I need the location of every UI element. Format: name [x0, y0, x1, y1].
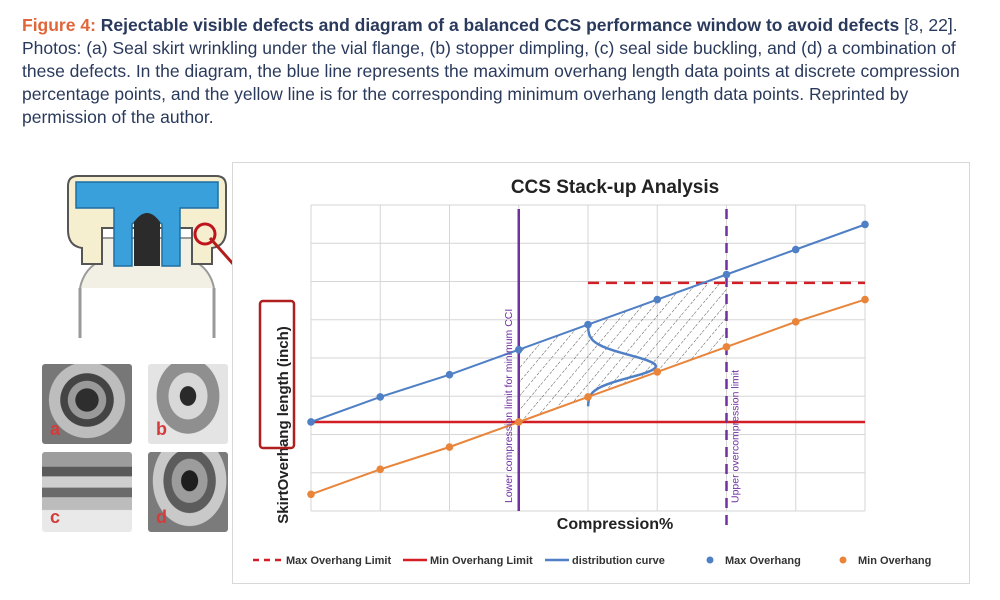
y-axis-highlight-box — [258, 299, 296, 450]
caption-ref: [8, 22]. — [899, 15, 958, 35]
caption-body: Photos: (a) Seal skirt wrinkling under t… — [22, 38, 960, 127]
y-axis-label-prefix: Skirt — [275, 490, 292, 523]
ccs-stackup-chart: CCS Stack-up Analysis Lower compression … — [253, 177, 931, 567]
max-overhang-point — [307, 418, 315, 426]
photo-a-label: a — [50, 419, 61, 439]
vial-seal-illustration — [67, 175, 227, 338]
max-overhang-point — [722, 270, 731, 279]
legend-min-overhang-label: Min Overhang — [858, 555, 931, 567]
grid-lines — [310, 204, 866, 512]
legend-distribution-label: distribution curve — [572, 555, 665, 567]
legend-min-limit-label: Min Overhang Limit — [430, 555, 533, 567]
figure-label: Figure 4: — [22, 15, 96, 35]
photo-d: d — [148, 452, 228, 532]
chart-panel: CCS Stack-up Analysis Lower compression … — [232, 162, 970, 584]
figure-caption: Figure 4: Rejectable visible defects and… — [22, 14, 972, 129]
max-overhang-point — [445, 370, 454, 379]
min-overhang-point — [653, 368, 662, 376]
min-overhang-point — [445, 443, 454, 451]
max-overhang-point — [861, 220, 869, 229]
min-overhang-points — [307, 295, 869, 499]
legend: Max Overhang Limit Min Overhang Limit di… — [253, 555, 931, 567]
upper-compression-label: Upper overcompression limit — [730, 370, 742, 503]
photo-c: c — [42, 452, 132, 532]
photo-c-label: c — [50, 507, 61, 527]
legend-max-overhang-marker — [706, 556, 714, 564]
photo-b: b — [148, 364, 228, 444]
caption-lead: Rejectable visible defects and diagram o… — [100, 15, 900, 35]
max-overhang-point — [514, 345, 523, 354]
max-overhang-point — [584, 320, 592, 329]
legend-min-overhang-marker — [839, 556, 847, 564]
y-axis-label-group: SkirtOverhang length (inch) — [275, 326, 292, 524]
min-overhang-point — [514, 418, 523, 426]
chart-title: CCS Stack-up Analysis — [511, 177, 719, 198]
legend-max-limit-label: Max Overhang Limit — [286, 555, 391, 567]
legend-max-overhang-label: Max Overhang — [725, 555, 801, 567]
min-overhang-point — [722, 343, 731, 351]
photo-a: a — [42, 364, 132, 444]
max-overhang-points — [307, 220, 869, 426]
min-overhang-point — [861, 295, 869, 304]
min-overhang-point — [376, 465, 385, 474]
y-axis-label: SkirtOverhang length (inch) — [275, 326, 292, 524]
y-axis-label-suffix: (inch) — [275, 326, 292, 371]
max-overhang-point — [653, 295, 662, 304]
y-axis-label-highlight: Overhang length — [275, 371, 292, 490]
photo-d-label: d — [156, 507, 167, 527]
min-overhang-point — [791, 318, 800, 326]
max-overhang-point — [791, 245, 800, 254]
min-overhang-point — [584, 393, 592, 401]
photo-b-label: b — [156, 419, 167, 439]
x-axis-label: Compression% — [557, 516, 673, 533]
max-overhang-point — [376, 393, 385, 401]
min-overhang-point — [307, 490, 315, 499]
lower-compression-label: Lower compression limit for minimum CCI — [503, 309, 515, 503]
distribution-curve — [586, 326, 658, 407]
